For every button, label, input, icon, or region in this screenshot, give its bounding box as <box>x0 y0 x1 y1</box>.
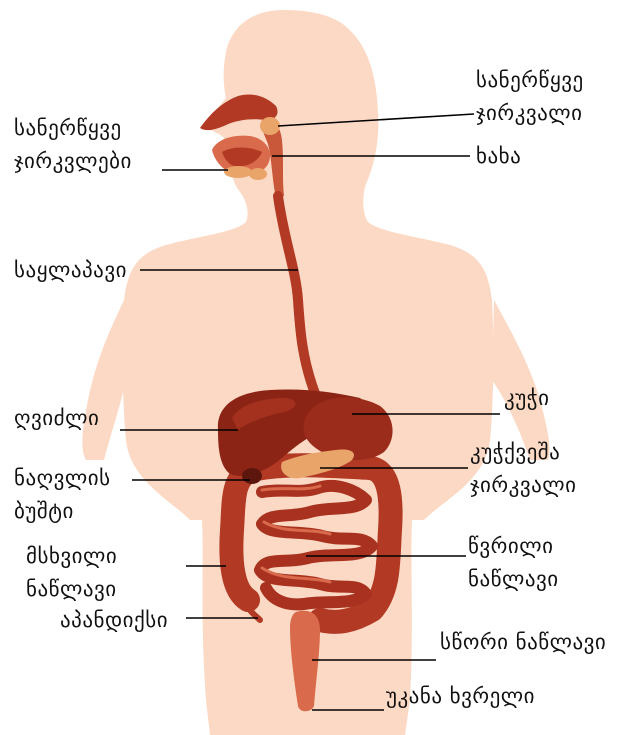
label-pharynx: ხახა <box>476 140 521 173</box>
label-appendix: აპანდიქსი <box>60 604 168 637</box>
label-anus: უკანა ხვრელი <box>386 680 535 713</box>
left-arm-lower <box>82 300 126 460</box>
label-rectum: სწორი ნაწლავი <box>440 626 606 659</box>
label-pancreas: კუჭქვეშა ჯირკვალი <box>470 436 577 501</box>
parotid-gland <box>260 117 280 135</box>
sublingual-gland <box>224 166 252 178</box>
label-liver: ღვიძლი <box>14 402 99 435</box>
label-esophagus: საყლაპავი <box>14 254 127 287</box>
gallbladder-shape <box>242 468 262 484</box>
label-small-intestine: წვრილი ნაწლავი <box>468 530 559 595</box>
label-salivary-gland-right: სანერწყვე ჯირკვალი <box>476 64 584 129</box>
label-salivary-glands-left: სანერწყვე ჯირკვლები <box>14 112 132 177</box>
label-gallbladder: ნაღვლის ბუშტი <box>14 462 111 527</box>
submandibular-gland <box>249 168 267 180</box>
label-stomach: კუჭი <box>504 382 549 415</box>
label-large-intestine: მსხვილი ნაწლავი <box>26 540 117 605</box>
